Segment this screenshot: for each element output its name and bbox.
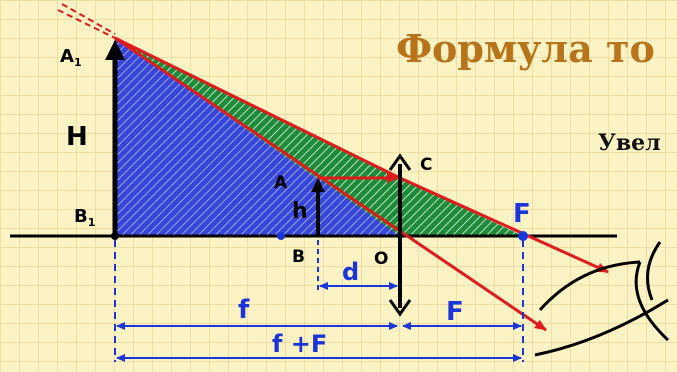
label-c: C [420,155,432,175]
eye-curve-top [538,260,641,311]
slide-title: Формула то [396,26,655,71]
label-o: O [374,249,388,269]
label-focal-length: F [446,297,464,327]
triangle-object-blue [318,178,400,236]
point-f-left [277,232,285,240]
ray-extension-dashed [57,9,116,39]
label-a: A [274,173,288,193]
label-a1: A1 [60,46,82,69]
label-f-distance: f [238,295,250,325]
lens-top-arrow [388,153,412,171]
ray-a1-c [114,36,401,180]
object-arrow-head [311,178,325,192]
label-b1: B1 [74,206,95,229]
label-h-image: H [66,122,88,152]
image-arrow-head [105,40,125,60]
eye-lid-curve [646,241,662,301]
eye-lens-curve [634,261,670,342]
label-d: d [342,258,359,286]
ray-through-center [114,36,547,332]
point-f-right [518,231,528,241]
ray-extension-dashed-2 [61,3,116,35]
lens-bottom-arrow [388,299,412,317]
point-b1 [111,232,119,240]
label-h-object: h [292,199,308,224]
point-o [397,233,403,239]
label-b: B [292,247,305,267]
slide-subtitle: Увел [598,130,661,156]
ray-c-through-f [399,176,609,274]
eye-curve-bottom [534,298,669,357]
label-f-point: F [513,199,531,229]
label-f-plus-f: f +F [272,330,327,358]
